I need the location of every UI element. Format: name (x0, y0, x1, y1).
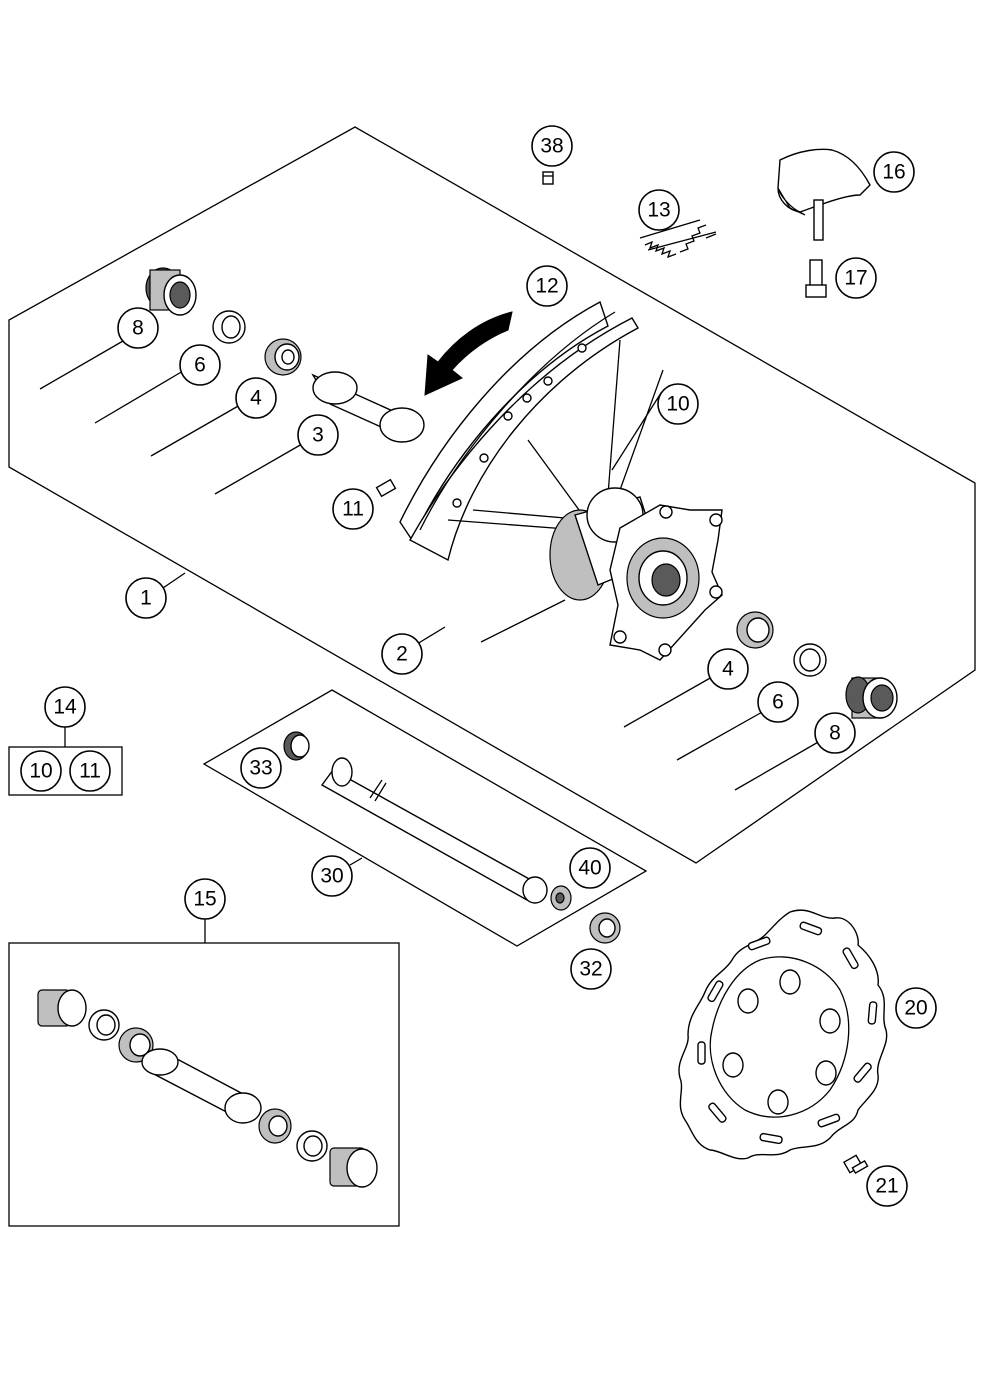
brake-disc-20 (678, 909, 888, 1160)
callout-label: 1 (140, 587, 152, 610)
callout-label: 10 (29, 760, 52, 783)
callout-17: 17 (835, 257, 877, 299)
bearing-kit-box (8, 917, 400, 1227)
callout-14: 14 (44, 686, 86, 728)
wheel-assembly-outline (8, 126, 976, 864)
right-bearing-4 (736, 611, 774, 649)
callout-2: 2 (381, 633, 423, 675)
callout-label: 3 (312, 424, 324, 447)
callout-4-left: 4 (235, 377, 277, 419)
left-seal-6 (212, 310, 246, 344)
callout-40: 40 (569, 847, 611, 889)
axle-seal-33 (283, 731, 310, 761)
callout-label: 17 (844, 267, 867, 290)
callout-label: 4 (250, 387, 262, 410)
callout-38: 38 (531, 125, 573, 167)
wheel-rim (399, 300, 639, 562)
callout-label: 8 (132, 317, 144, 340)
rotation-direction-arrow (424, 311, 513, 396)
rim-lock-nut-17 (805, 259, 827, 298)
callout-8-right: 8 (814, 712, 856, 754)
callout-label: 14 (53, 696, 77, 719)
rim-band-13 (639, 219, 717, 259)
callout-11-box: 11 (69, 750, 111, 792)
callout-16: 16 (873, 151, 915, 193)
axle-washer-40 (550, 885, 572, 911)
callout-label: 16 (882, 161, 905, 184)
callout-label: 38 (540, 135, 563, 158)
callout-label: 8 (829, 722, 841, 745)
callout-label: 11 (342, 498, 364, 521)
callout-label: 6 (772, 691, 784, 714)
spoke-kit-box (8, 725, 123, 796)
callout-label: 12 (535, 275, 558, 298)
left-bearing-4 (264, 338, 302, 376)
callout-12: 12 (526, 265, 568, 307)
right-seal-6 (793, 643, 827, 677)
callout-label: 30 (320, 865, 343, 888)
distance-sleeve-3 (311, 371, 425, 443)
callout-label: 13 (647, 199, 670, 222)
axle-kit-outline (202, 689, 648, 947)
left-spacer-8 (145, 267, 197, 316)
wheel-axle-30 (320, 757, 548, 904)
callout-10-box: 10 (20, 750, 62, 792)
callout-4-right: 4 (707, 648, 749, 690)
callout-label: 6 (194, 354, 206, 377)
axle-nut-32 (589, 912, 621, 944)
callout-13: 13 (638, 189, 680, 231)
right-spacer-8 (845, 676, 898, 719)
leader-lines (39, 340, 821, 866)
callout-1: 1 (125, 577, 167, 619)
disc-bolt-21 (842, 1154, 869, 1175)
callout-8-left: 8 (117, 307, 159, 349)
spoke-nipple-11 (375, 478, 397, 498)
callout-label: 10 (666, 393, 689, 416)
wheel-hub (549, 487, 723, 661)
callout-label: 2 (396, 643, 408, 666)
callout-label: 40 (578, 857, 601, 880)
callout-label: 32 (579, 958, 602, 981)
bearing-kit-parts (37, 989, 378, 1188)
callout-33: 33 (240, 747, 282, 789)
callout-10-top: 10 (657, 383, 699, 425)
callout-15: 15 (184, 878, 226, 920)
callout-20: 20 (895, 987, 937, 1029)
callout-label: 15 (193, 888, 216, 911)
callout-label: 11 (79, 760, 101, 783)
callout-label: 4 (722, 658, 734, 681)
callout-21: 21 (866, 1165, 908, 1207)
callout-11-top: 11 (332, 488, 374, 530)
callout-6-left: 6 (179, 344, 221, 386)
callout-30: 30 (311, 855, 353, 897)
callout-label: 20 (904, 997, 927, 1020)
callout-3: 3 (297, 414, 339, 456)
rim-lock-16 (777, 148, 871, 241)
valve-cap-38 (542, 171, 554, 185)
callout-6-right: 6 (757, 681, 799, 723)
callout-32: 32 (570, 948, 612, 990)
callout-label: 21 (875, 1175, 898, 1198)
callout-label: 33 (249, 757, 272, 780)
